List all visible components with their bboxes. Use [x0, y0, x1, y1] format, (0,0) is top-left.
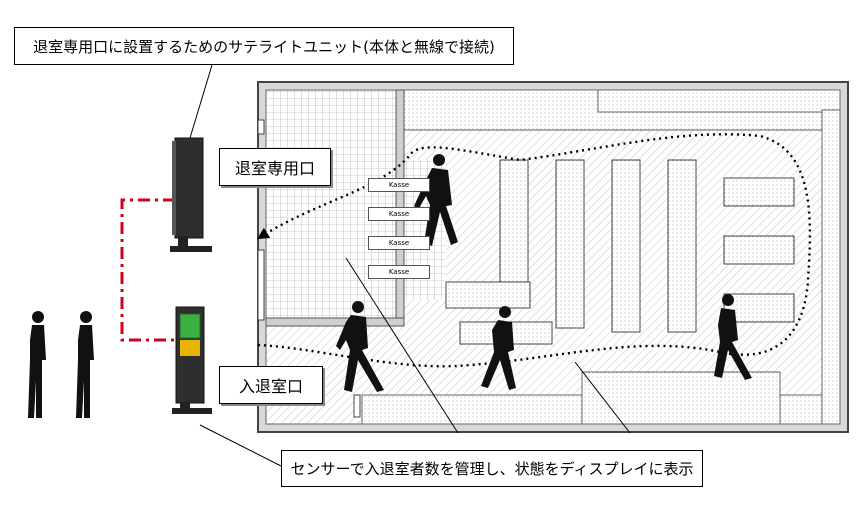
entrance-exit-label: 入退室口 [219, 366, 323, 404]
register-1: Kasse [368, 178, 430, 192]
callout-top-leader [189, 64, 213, 139]
callout-satellite-unit: 退室専用口に設置するためのサテライトユニット(本体と無線で接続) [14, 27, 514, 65]
sensor-leader-2 [574, 361, 631, 434]
store-floorplan [257, 81, 849, 433]
sensor-leader-1 [345, 257, 459, 434]
register-4: Kasse [368, 265, 430, 279]
tower-display-unit [172, 306, 212, 414]
register-3: Kasse [368, 236, 430, 250]
customer-flow-path [256, 133, 812, 368]
shelves [445, 159, 795, 345]
callout-bottom-leader [199, 424, 282, 467]
callout-sensor: センサーで入退室者数を管理し、状態をディスプレイに表示 [281, 450, 703, 487]
wireless-link-line [120, 198, 175, 342]
tower-satellite-unit [170, 137, 212, 252]
register-2: Kasse [368, 207, 430, 221]
exit-only-label: 退室専用口 [219, 148, 331, 186]
